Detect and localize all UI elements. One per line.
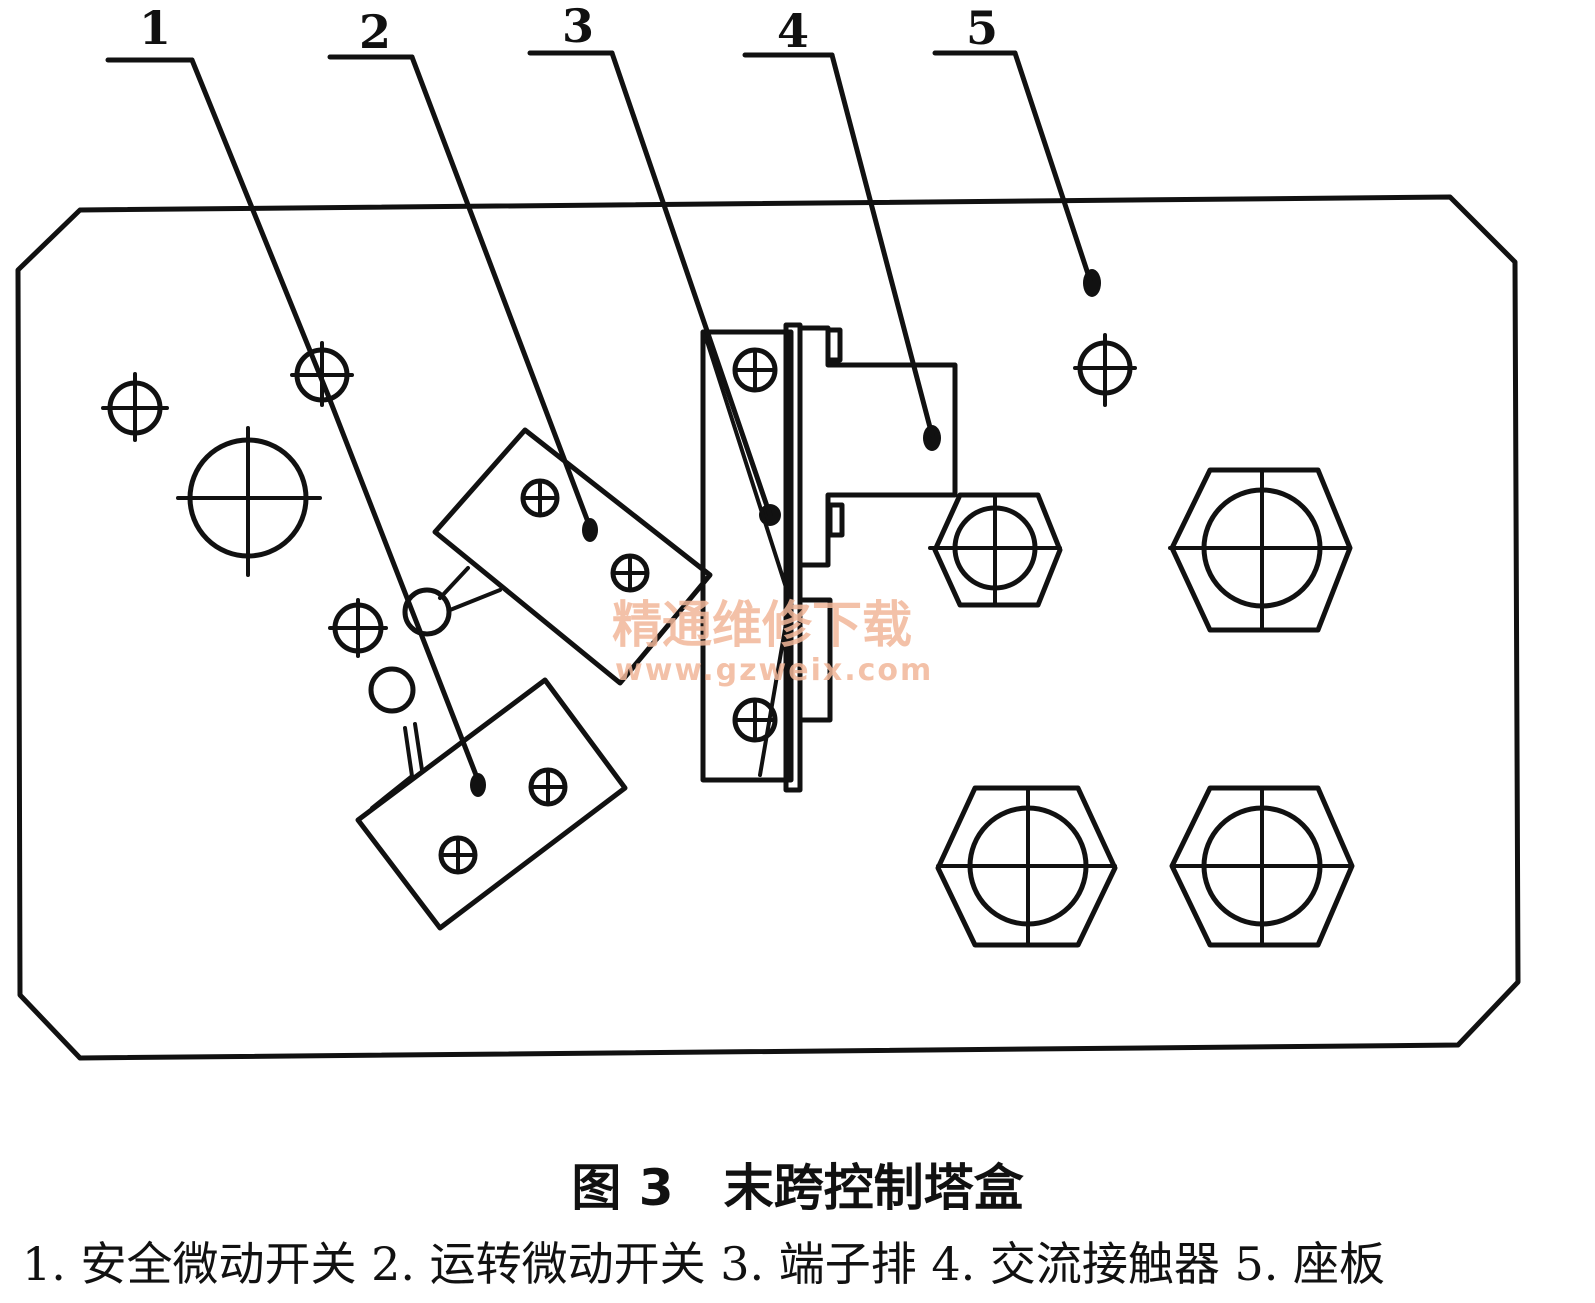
watermark-text: 精通维修下载: [612, 596, 912, 654]
running-microswitch: [402, 427, 713, 686]
leader-line-3: [527, 50, 773, 518]
ac-contactor: [797, 325, 958, 723]
plate-screw: [328, 598, 388, 658]
figure-legend: 1. 安全微动开关 2. 运转微动开关 3. 端子排 4. 交流接触器 5. 座…: [22, 1237, 1386, 1291]
leader-line-4: [742, 52, 935, 438]
plate-screw: [1073, 333, 1137, 407]
callout-4: 4: [777, 4, 809, 58]
watermark-url: www.gzweix.com: [615, 653, 933, 688]
cable-gland-large: [1168, 467, 1353, 633]
leader-line-2: [327, 54, 591, 525]
cable-gland-small: [928, 492, 1063, 608]
cable-gland-large: [1169, 785, 1355, 948]
cable-gland-large: [935, 785, 1118, 948]
plate-screw: [101, 372, 169, 442]
leader-line-5: [932, 50, 1093, 283]
base-plate-outline: [15, 194, 1521, 1061]
callout-1: 1: [139, 1, 171, 55]
terminal-block: [700, 322, 803, 793]
callout-5: 5: [966, 1, 998, 55]
figure-title: 图 3 末跨控制塔盒: [571, 1159, 1024, 1217]
mounting-hole: [176, 426, 322, 577]
callout-2: 2: [359, 5, 391, 59]
safety-microswitch: [355, 666, 628, 931]
leader-line-1: [105, 57, 479, 778]
callout-3: 3: [562, 0, 594, 53]
